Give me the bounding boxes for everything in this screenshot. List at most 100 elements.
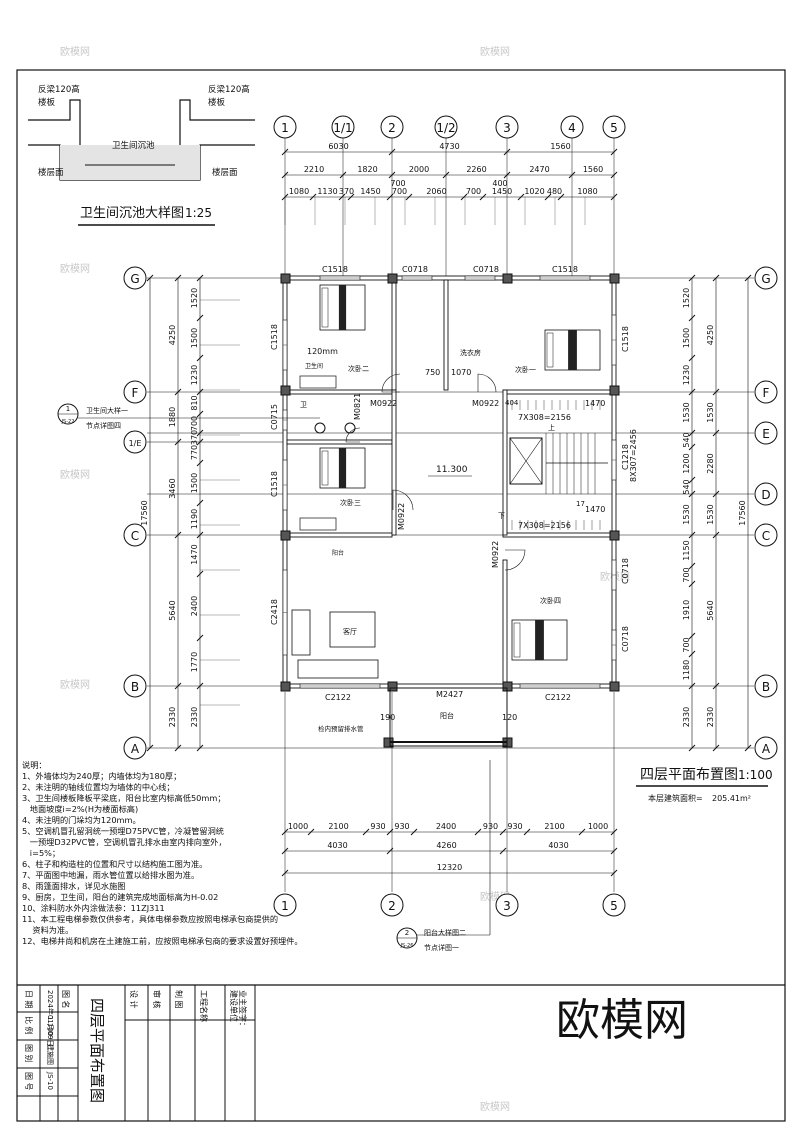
dim-left-mid: 4250 [168,325,177,345]
area-label: 本层建筑面积= [648,793,703,803]
note-item: 2、未注明的轴线位置均为墙体的中心线； [22,782,175,792]
stair-label: 17 [576,500,585,508]
dim-tick [196,682,204,690]
dim-tick [688,274,696,282]
elevator-cross [509,437,543,485]
dim-tick [712,744,720,752]
dim-left-detail: 1520 [190,288,199,308]
dim-tick [479,193,487,201]
wall [286,439,393,445]
dim-top-detail: 1080 [289,187,309,196]
window-label: C0718 [621,626,630,652]
dim-left-detail: 1500 [190,328,199,348]
callout-number: 2 [405,929,409,937]
title-block-text: 日 期 2024年01月09日 比 例 1:100 图 别 建施图 图 号 JS… [24,990,688,1103]
detail-scale: 1:25 [185,206,212,220]
dim-tick [610,193,618,201]
callout-number: 1 [66,405,70,413]
window-label: C1518 [270,471,279,497]
watermark-text: 欧模网 [60,679,90,691]
dim-note: 190 [380,713,395,722]
grid-bubble-label: C [762,529,770,543]
dim-tick [146,744,154,752]
dim-left-detail: 1190 [190,509,199,529]
bed-cover [535,620,544,660]
dim-tick [712,274,720,282]
dim-top-detail: 1130 [317,187,337,196]
dim-tick [281,869,289,877]
grid-bubble-label: 2 [388,121,396,135]
dim-tick [174,744,182,752]
dim-tick [196,274,204,282]
detail-label: 楼板 [208,97,226,108]
notes-list: 1、外墙体均为240厚；内墙体均为180厚；2、未注明的轴线位置均为墙体的中心线… [22,771,542,947]
grid-bubble-label: C [131,529,139,543]
dim-right-detail: 1520 [682,288,691,308]
dim-right-detail: 1150 [682,540,691,560]
column [387,681,398,692]
dim-tick [174,438,182,446]
watermark-grid: 欧模网 欧模网 欧模网 欧模网 欧模网 欧模网 欧模网 欧模网 [60,46,630,1113]
wall [502,389,508,536]
dim-top-detail: 1450 [492,187,512,196]
dim-top-detail: 480 [547,187,562,196]
note-item: 一预埋D32PVC管，空调机冒孔排水由室内排向室外， [22,837,227,847]
bed-cover [338,448,347,488]
dim-left-detail: 2400 [190,596,199,616]
grid-bubble [123,430,147,454]
sofa [297,659,379,679]
dim-bottom-detail: 930 [483,822,498,831]
dim-note: 120mm [307,347,338,356]
note-item: 11、本工程电梯参数仅供参考，具体电梯参数应按照电梯承包商提供的 [22,914,279,924]
grid-bubble-label: 2 [388,899,396,913]
plan-scale: 1:100 [738,768,773,782]
note-item: 1、外墙体均为240厚；内墙体均为180厚； [22,771,182,781]
tb-scale-value: 1:100 [46,1016,54,1036]
dim-right-detail: 1530 [682,504,691,524]
grid-bubble-label: G [130,272,139,286]
tb-draftsman: 制 图 [174,990,184,1009]
dim-right-mid: 2330 [706,707,715,727]
dim-top-detail: 1020 [524,187,544,196]
dim-top-mid: 1560 [583,165,603,174]
dim-tick [712,490,720,498]
note-item: 资料为准。 [22,925,74,935]
toilet [314,422,326,434]
grid-bubble-label: 3 [503,121,511,135]
dim-left-mid: 5640 [168,600,177,620]
dim-tick [196,410,204,418]
window-label: C1518 [270,324,279,350]
note-item: i=5%； [22,848,61,858]
column [609,273,620,284]
wall [443,279,449,391]
dim-tick [460,193,468,201]
bed-cover [568,330,577,370]
dim-tick [688,354,696,362]
grid-bubble-label: F [132,386,139,400]
grid-bubble [123,380,147,404]
dim-tick [174,274,182,282]
dim-tick [174,388,182,396]
tb-date-value: 2024年01月09日 [46,990,55,1047]
dim-right-mid: 5640 [706,600,715,620]
dim-tick [503,171,511,179]
column [387,273,398,284]
grid-bubble [495,893,519,917]
grid-bubble [754,380,778,404]
room-label: 卫 [300,401,307,409]
design-notes: 说明： 1、外墙体均为240厚；内墙体均为180厚；2、未注明的轴线位置均为墙体… [22,760,542,947]
tb-scale-key: 比 例 [24,1016,34,1035]
door-swing [381,373,401,393]
dim-tick [405,193,413,201]
dim-top-detail: 1450 [360,187,380,196]
dim-tick [688,632,696,640]
pillow [513,622,521,658]
dim-tick [610,148,618,156]
door-label: M0922 [370,399,397,408]
grid-bubble-label: 1/1 [333,121,352,135]
grid-bubble-label: 5 [610,899,618,913]
dim-tick [712,388,720,396]
grid-bubble [434,115,458,139]
sink-detail: 反梁120高 反梁120高 楼板 楼板 卫生间沉池 楼层面 楼层面 卫生间沉池大… [28,84,255,226]
callout-text: 阳台大样图二 [424,928,466,937]
